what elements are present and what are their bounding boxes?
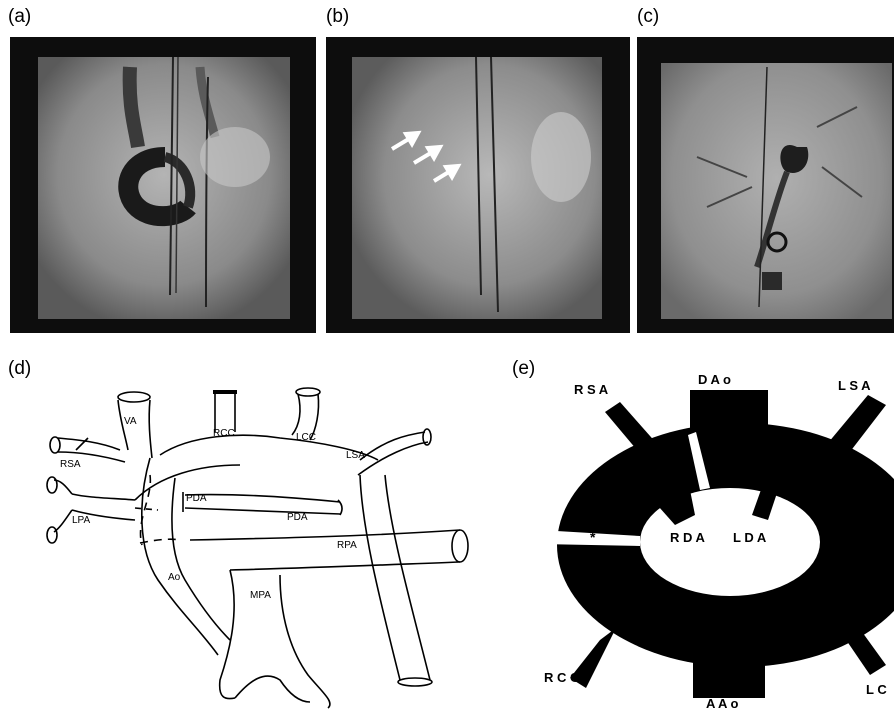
panel-d-label: (d) <box>8 358 31 380</box>
angiogram-c <box>637 37 894 333</box>
label-rsa: RSA <box>60 459 81 470</box>
label-rcc: RCC <box>213 428 235 439</box>
panel-c-label: (c) <box>637 6 659 28</box>
panel-e-label: (e) <box>512 358 535 380</box>
label-rda: R D A <box>670 530 706 545</box>
label-rcc: R C C <box>544 670 580 685</box>
label-rpa: RPA <box>337 540 357 551</box>
label-aao: A A o <box>706 696 739 710</box>
panel-b-label: (b) <box>326 6 349 28</box>
label-rsa: R S A <box>574 382 609 397</box>
label-lsa: LSA <box>346 450 365 461</box>
angiogram-b <box>326 37 630 333</box>
angiogram-a <box>10 37 316 333</box>
star-top: * <box>684 451 690 467</box>
label-pda-right: PDA <box>287 512 308 523</box>
label-lpa: LPA <box>72 515 90 526</box>
label-lda: L D A <box>733 530 767 545</box>
panel-a-label: (a) <box>8 6 31 28</box>
label-pda-left: PDA <box>186 493 207 504</box>
label-lc: L C <box>866 682 887 697</box>
label-lcc: LCC <box>296 432 316 443</box>
label-dao: D A o <box>698 372 731 387</box>
star-left: * <box>590 529 596 545</box>
label-ao: Ao <box>168 572 181 583</box>
label-mpa: MPA <box>250 590 271 601</box>
vascular-schematic-e: R S A D A o L S A * * R D A L D A R C C … <box>540 370 894 710</box>
vascular-diagram-d: VA RCC LCC LSA RSA LPA PDA PDA RPA Ao MP… <box>40 380 480 710</box>
label-va: VA <box>124 416 137 427</box>
label-lsa: L S A <box>838 378 871 393</box>
